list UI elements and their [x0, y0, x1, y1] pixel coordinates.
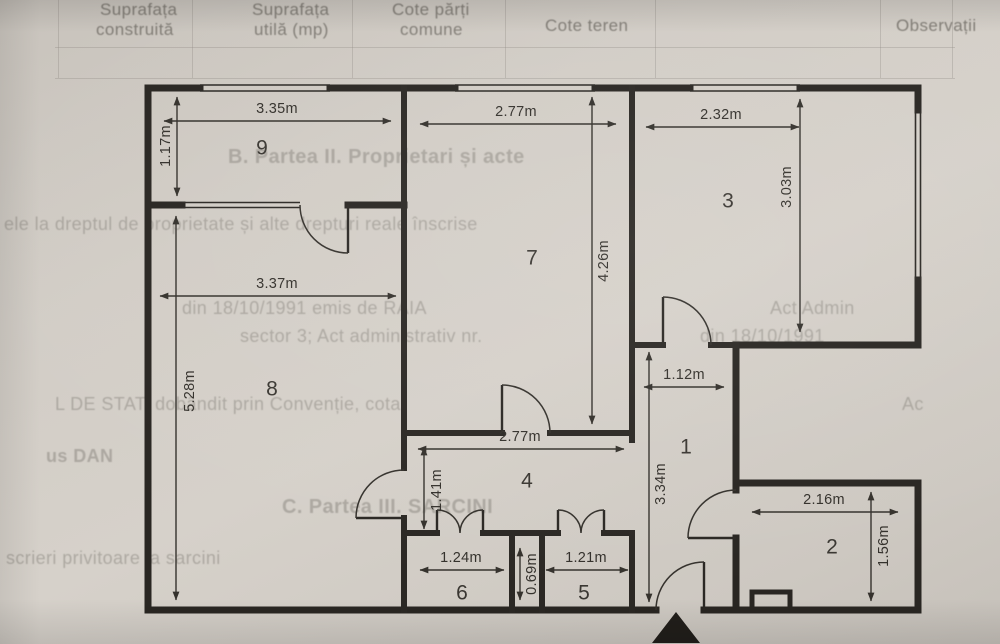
door-arc-room8 — [355, 469, 405, 519]
interior-walls — [401, 85, 793, 613]
bleedthrough-text: Ac — [902, 394, 924, 414]
annotations: 3.35m 1.17m 2.77m 2.32m 3.03m 4.26m 3.37m 5.28m… — [158, 96, 899, 605]
room-number-1: 1 — [680, 436, 692, 459]
window-room3-top — [690, 84, 800, 92]
bleedthrough-rule — [952, 0, 953, 78]
room-number-4: 4 — [521, 470, 533, 493]
dimension-label: 1.41m — [429, 469, 445, 511]
bleedthrough-text: Cote teren — [545, 16, 629, 35]
dimension-label: 2.77m — [495, 104, 537, 120]
bleedthrough-text: sector 3; Act administrativ nr. — [240, 326, 483, 346]
dimension-label: 1.56m — [876, 525, 892, 567]
dimension-label: 2.32m — [700, 107, 742, 123]
bleedthrough-rule — [505, 0, 506, 78]
door-arcs-room6 — [436, 509, 484, 534]
dimension-label: 2.16m — [803, 492, 845, 508]
room-number-5: 5 — [578, 582, 590, 605]
dimension-label: 3.37m — [256, 276, 298, 292]
dimension-label: 4.26m — [596, 240, 612, 282]
bleedthrough-text: comune — [400, 20, 463, 39]
window-room9-top — [200, 84, 330, 92]
dimension-label: 1.21m — [565, 550, 607, 566]
dimension-label: 3.35m — [256, 101, 298, 117]
bleedthrough-rule — [55, 78, 955, 79]
door-arc-entrance — [655, 561, 705, 611]
bleedthrough-rule — [655, 0, 656, 78]
dimension-label: 1.17m — [158, 125, 174, 167]
bleedthrough-text: din 18/10/1991 emis de RAIA — [182, 298, 427, 318]
window-room8-top — [182, 201, 300, 209]
bleedthrough-text: B. Partea II. Proprietari și acte — [228, 146, 525, 168]
bleedthrough-rule — [58, 0, 59, 78]
bleedthrough-text: Suprafața — [100, 0, 178, 19]
bleedthrough-rule — [880, 0, 881, 78]
door-arc-balcony — [299, 204, 349, 254]
bleedthrough-text: C. Partea III. SARCINI — [282, 496, 494, 518]
bleedthrough-text: L DE STAT, dobândit prin Convenție, cota — [55, 394, 401, 414]
bleedthrough-text: Cote părți — [392, 0, 470, 19]
bleedthrough-text: Suprafața — [252, 0, 330, 19]
bleedthrough-text: din 18/10/1991 — [700, 326, 825, 346]
bleedthrough-text: utilă (mp) — [254, 20, 329, 39]
door-arc-room2 — [687, 489, 737, 539]
dimension-label: 0.69m — [524, 553, 540, 595]
dimension-label: 3.03m — [779, 166, 795, 208]
door-arcs-room5 — [557, 509, 605, 534]
window-room7-top — [455, 84, 595, 92]
dimension-label: 3.34m — [653, 463, 669, 505]
door-arc-room3 — [662, 296, 712, 346]
bleedthrough-rule — [192, 0, 193, 78]
bleedthrough-text: Observații — [896, 16, 977, 35]
room-number-6: 6 — [456, 582, 468, 605]
bleedthrough-text: us DAN — [46, 446, 114, 466]
window-room3-right — [914, 110, 922, 280]
bleedthrough-text: scrieri privitoare la sarcini — [6, 548, 221, 568]
entrance-marker-triangle — [652, 612, 700, 643]
dimension-label: 2.77m — [499, 429, 541, 445]
door-arc-room7 — [501, 384, 551, 434]
bleedthrough-rule — [352, 0, 353, 78]
wall-pillar — [749, 589, 793, 613]
windows — [182, 84, 922, 280]
bleedthrough-rule — [55, 47, 955, 48]
bleedthrough-text: Act Admin — [770, 298, 855, 318]
room-number-2: 2 — [826, 536, 838, 559]
dimension-label: 1.12m — [663, 367, 705, 383]
room-number-3: 3 — [722, 190, 734, 213]
dimension-label: 5.28m — [182, 370, 198, 412]
door-leaves-room5 — [556, 510, 606, 533]
dimension-label: 1.24m — [440, 550, 482, 566]
bleedthrough-text: construită — [96, 20, 174, 39]
doors — [299, 204, 737, 611]
room-number-7: 7 — [526, 247, 538, 270]
room-number-8: 8 — [266, 378, 278, 401]
room-number-9: 9 — [256, 137, 268, 160]
bleedthrough-text: ele la dreptul de proprietate și alte dr… — [4, 214, 478, 234]
door-leaves-room6 — [435, 510, 485, 533]
